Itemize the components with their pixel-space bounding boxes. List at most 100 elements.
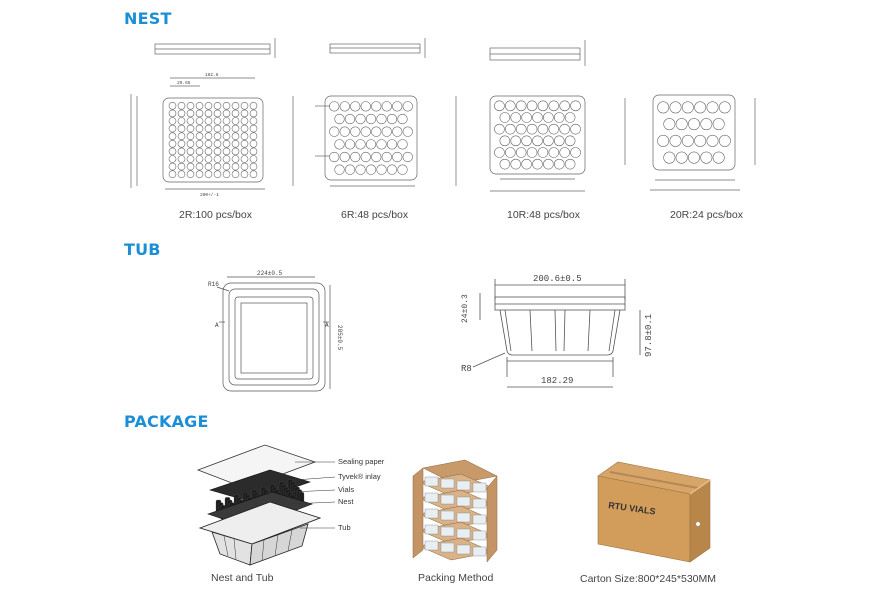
- nest-cavity: [186, 170, 195, 178]
- nest-cavity: [537, 147, 549, 158]
- nest-cavity: [213, 132, 222, 140]
- nest-cavity: [204, 132, 213, 140]
- nest-cavity: [177, 102, 186, 110]
- nest-cavity: [222, 124, 231, 133]
- packed-tub: [472, 530, 487, 541]
- packed-tub: [440, 494, 455, 505]
- nest-cavity: [371, 101, 382, 112]
- nest-cavity: [249, 117, 258, 125]
- nest-10r-caption: 10R:48 pcs/box: [507, 209, 580, 221]
- tub-side-depth: 97.8±0.1: [644, 314, 654, 357]
- nest-cavity: [350, 101, 361, 112]
- nest-cavity: [521, 112, 532, 123]
- packed-tub: [440, 542, 455, 553]
- nest-cavity: [249, 132, 258, 140]
- nest-cavity: [222, 102, 231, 110]
- nest-cavity: [240, 140, 249, 148]
- nest-cavity: [515, 123, 527, 135]
- nest-cavity: [168, 124, 177, 133]
- nest-cavity: [329, 101, 340, 112]
- nest-cavity: [240, 102, 249, 110]
- nest-cavity: [365, 164, 377, 175]
- label-tyvek-inlay: Tyvek® inlay: [338, 472, 381, 481]
- nest-cavity: [204, 170, 213, 178]
- nest-cavity: [222, 132, 231, 140]
- nest-cavity: [334, 164, 345, 175]
- nest-cavity: [186, 117, 195, 125]
- nest-cavity: [249, 140, 258, 148]
- nest-cavity: [712, 151, 725, 164]
- nest-cavity: [688, 118, 700, 131]
- nest-cavity: [168, 102, 177, 110]
- nest-cavity: [213, 124, 222, 133]
- nest-cavity: [381, 151, 392, 163]
- nest-cavity: [402, 101, 413, 112]
- nest-cavity: [548, 147, 560, 158]
- nest-cavity: [355, 113, 366, 125]
- nest-cavity: [177, 124, 186, 133]
- nest-cavity: [213, 102, 222, 110]
- nest-cavity: [195, 132, 204, 140]
- nest-cavity: [240, 147, 249, 156]
- nest-6r-caption: 6R:48 pcs/box: [341, 209, 409, 221]
- nest-cavity: [204, 109, 213, 118]
- nest-cavity: [543, 158, 554, 170]
- nest-cavity: [195, 147, 204, 156]
- nest-cavity: [515, 100, 527, 112]
- nest-cavity: [339, 151, 350, 163]
- packed-tub: [456, 480, 471, 491]
- nest-cavity: [222, 162, 231, 171]
- carton-size-caption: Carton Size:800*245*530MM: [580, 573, 716, 585]
- nest-cavity: [195, 170, 204, 178]
- nest-cavity: [700, 118, 713, 131]
- nest-cavity: [526, 123, 538, 135]
- nest-cavity: [186, 124, 195, 133]
- nest-cavity: [386, 164, 398, 175]
- nest-cavity: [559, 123, 570, 135]
- nest-cavity: [543, 135, 554, 147]
- nest-cavity: [521, 135, 532, 147]
- packed-tub: [424, 492, 439, 503]
- nest-cavity: [186, 140, 195, 148]
- nest-cavity: [204, 147, 213, 156]
- nest-cavity: [195, 102, 204, 110]
- nest-cavity: [168, 109, 177, 118]
- nest-cavity: [240, 162, 249, 171]
- packing-tiers: [418, 473, 494, 561]
- nest-cavity: [195, 140, 204, 148]
- nest-cavity: [397, 164, 408, 175]
- nest-cavity: [718, 134, 731, 147]
- nest-cavity: [186, 147, 195, 156]
- nest-cavity: [231, 162, 240, 171]
- nest-cavity: [186, 102, 195, 110]
- nest-cavity: [494, 147, 505, 158]
- nest-6r-cavity-grid: [329, 101, 413, 175]
- nest-cavity: [499, 135, 511, 147]
- nest-cavity: [240, 132, 249, 140]
- nest-cavity: [204, 140, 213, 148]
- nest-cavity: [186, 162, 195, 171]
- packed-tub: [472, 498, 487, 509]
- nest-cavity: [213, 170, 222, 178]
- nest-cavity: [700, 151, 713, 164]
- nest-cavity: [526, 100, 538, 112]
- nest-cavity: [532, 158, 543, 170]
- nest-cavity: [537, 100, 549, 112]
- label-sealing-paper: Sealing paper: [338, 457, 385, 466]
- packed-tub: [440, 526, 455, 537]
- nest-cavity: [376, 139, 387, 150]
- nest-cavity: [559, 100, 570, 112]
- nest-cavity: [195, 109, 204, 118]
- packed-tub: [440, 478, 455, 489]
- nest-cavity: [240, 109, 249, 118]
- nest-cavity: [510, 112, 522, 123]
- nest-cavity: [204, 102, 213, 110]
- nest-cavity: [570, 147, 581, 158]
- nest-cavity: [663, 118, 676, 131]
- nest-cavity: [532, 112, 543, 123]
- svg-text:29.65: 29.65: [177, 80, 191, 86]
- tub-top-view-drawing: 224±0.5 R16 A A 205±0.5: [208, 270, 343, 392]
- nest-cavity: [168, 117, 177, 125]
- nest-cavity: [510, 135, 522, 147]
- nest-cavity: [355, 164, 366, 175]
